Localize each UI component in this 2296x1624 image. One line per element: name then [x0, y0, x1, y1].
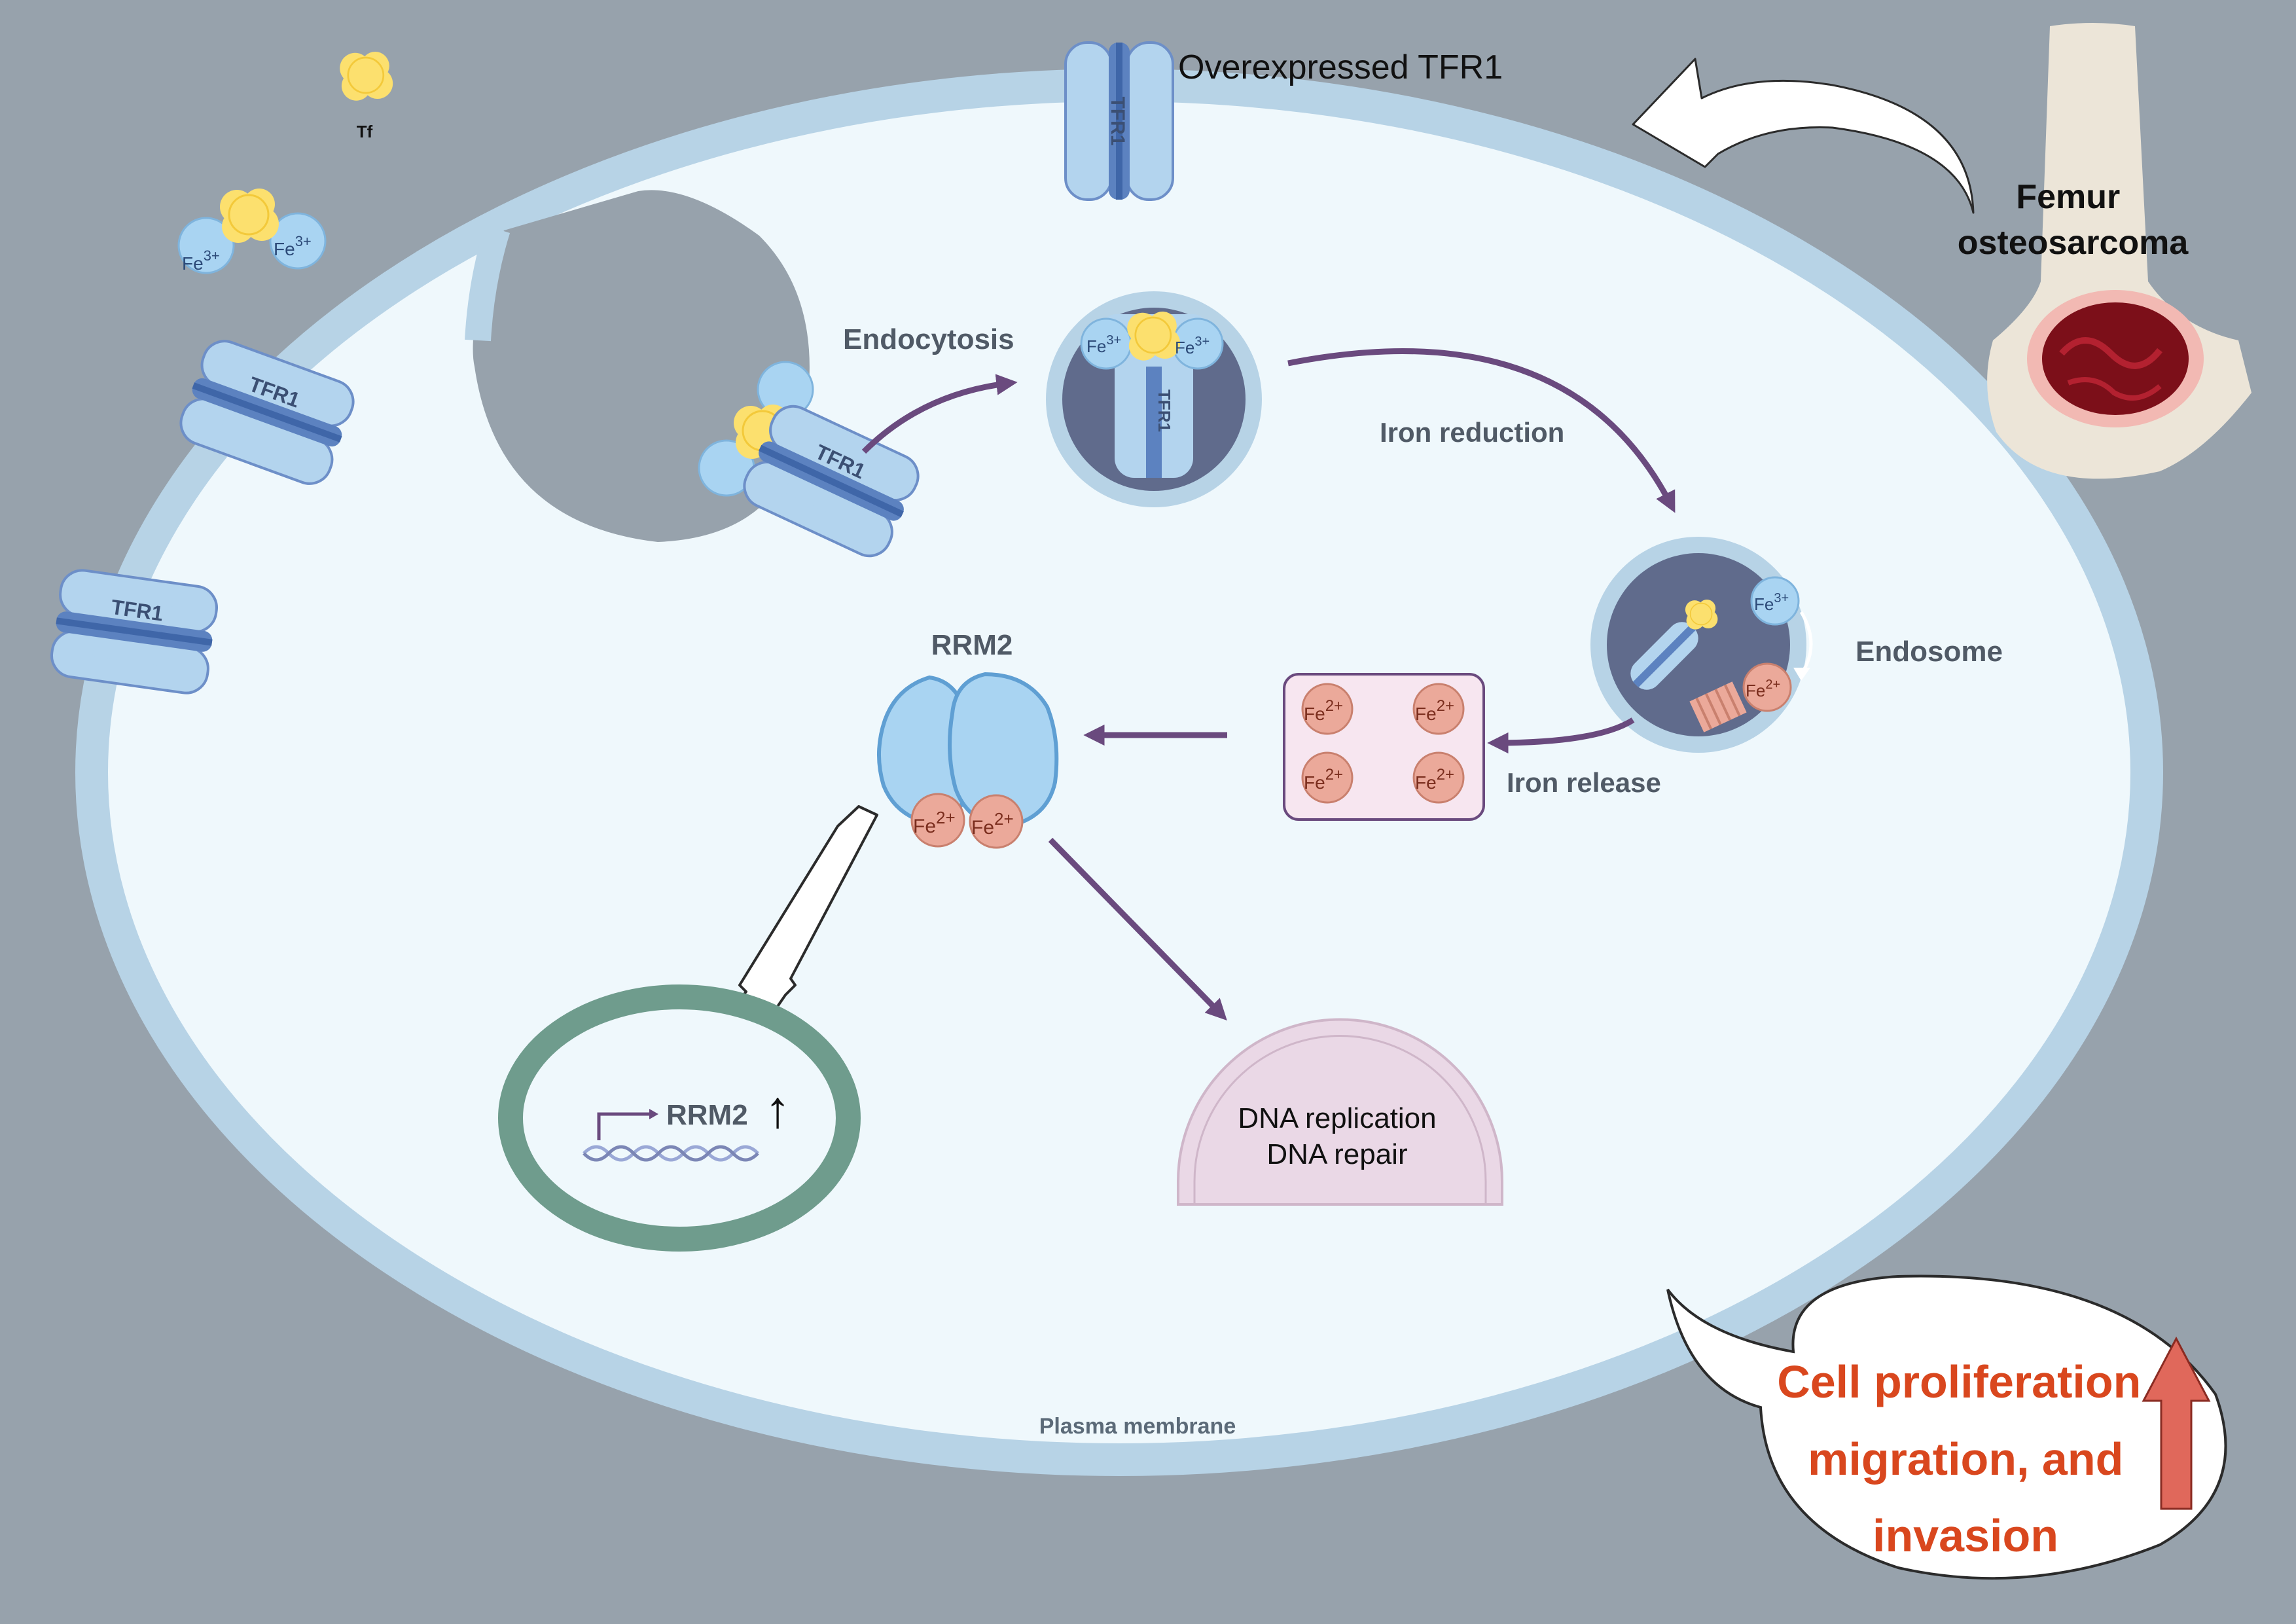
- iron-reduction-arrow: [1287, 348, 1676, 513]
- femur-osteosarcoma-label: Femur osteosarcoma: [1958, 178, 2189, 262]
- upregulation-arrow-icon: ↑: [764, 1080, 791, 1138]
- dna-repair-label: DNA repair: [1266, 1138, 1407, 1170]
- endocytosis-label: Endocytosis: [843, 323, 1014, 355]
- fe2-label: Fe2+: [1746, 677, 1780, 700]
- rrm2-gene-label: RRM2: [666, 1099, 748, 1131]
- plasma-membrane: [75, 69, 2163, 1476]
- dna-replication-label: DNA replication: [1238, 1102, 1436, 1134]
- labile-iron-pool: Fe2+ Fe2+ Fe2+ Fe2+: [1283, 673, 1485, 821]
- nucleus: RRM2 ↑: [498, 984, 861, 1252]
- iron-release-arrow: [1487, 717, 1635, 754]
- tfr1-receptor: TFR1: [47, 566, 221, 697]
- fe3-label: Fe3+: [182, 247, 220, 274]
- tfr1-label: TFR1: [1107, 97, 1128, 146]
- fe2-ion-icon: [910, 793, 965, 848]
- tfr1-receptor: TFR1: [736, 397, 927, 565]
- fe3-ion-icon: [269, 212, 327, 270]
- overexpressed-tfr1-label: Overexpressed TFR1: [1178, 48, 1503, 86]
- transferrin-icon: [1685, 599, 1719, 630]
- fe2-ion-icon: [969, 794, 1024, 849]
- fe2-ion-icon: [1742, 662, 1792, 712]
- fe3-ion-icon: [1750, 576, 1800, 626]
- fe3-ion-icon: [177, 217, 235, 274]
- fe2-ion-icon: [1301, 751, 1354, 804]
- fe2-label: Fe2+: [1304, 697, 1343, 724]
- fe3-label: Fe3+: [1175, 334, 1210, 357]
- fe2-label: Fe2+: [971, 809, 1014, 839]
- transferrin-icon: [338, 50, 394, 102]
- fe3-label: Fe3+: [274, 233, 312, 259]
- transcription-start-arrow: [597, 1112, 655, 1140]
- iron-release-label: Iron release: [1507, 767, 1661, 798]
- dna-double-helix-icon: [583, 1145, 759, 1162]
- fe2-ion-icon: [1301, 683, 1354, 735]
- endosome-label: Endosome: [1856, 636, 2003, 668]
- transferrin-label: Tf: [357, 122, 373, 141]
- fe3-label: Fe3+: [1086, 333, 1121, 356]
- outcome-label: Cell proliferation migration, and invasi…: [1777, 1356, 2154, 1561]
- endocytosis-arrow: [861, 374, 1018, 454]
- increase-arrow-icon: [2142, 1336, 2211, 1510]
- endocytosed-tfr1-complex: TFR1: [698, 361, 927, 565]
- transferrin-icon: [219, 187, 280, 244]
- overexpressed-tfr1-receptor: TFR1: [1064, 41, 1174, 201]
- rrm2-protein-label: RRM2: [931, 629, 1013, 661]
- tfr1-receptor: TFR1: [173, 333, 361, 492]
- fe3-label: Fe3+: [1754, 591, 1789, 614]
- dna-synthesis-region: DNA replication DNA repair: [1177, 1018, 1503, 1206]
- femur-bone-icon: [1987, 23, 2251, 479]
- fe2-label: Fe2+: [1415, 697, 1454, 724]
- overexpression-arrow: [1632, 58, 1975, 214]
- tfr1-label: TFR1: [1155, 389, 1174, 432]
- rrm2-protein: Fe2+ Fe2+: [876, 672, 1059, 849]
- fe2-label: Fe2+: [913, 808, 956, 837]
- fe2-ion-icon: [1412, 751, 1465, 804]
- fe2-label: Fe2+: [1304, 766, 1343, 793]
- rrm2-to-dna-arrow: [1048, 837, 1227, 1020]
- plasma-membrane-label: Plasma membrane: [1039, 1414, 1236, 1439]
- endocytic-vesicle: TFR1 Fe3+ Fe3+: [1046, 291, 1262, 507]
- iron-reduction-label: Iron reduction: [1380, 417, 1564, 448]
- transferrin-icon: [1126, 310, 1181, 362]
- outcome-speech-bubble: [1666, 1274, 2227, 1580]
- dmt1-transporter-icon: [1689, 681, 1747, 732]
- endosome: Fe3+ Fe2+: [1590, 537, 1813, 753]
- fe2-label: Fe2+: [1415, 766, 1454, 793]
- holo-transferrin-complex: Fe3+ Fe3+: [177, 187, 327, 274]
- fe2-ion-icon: [1412, 683, 1465, 735]
